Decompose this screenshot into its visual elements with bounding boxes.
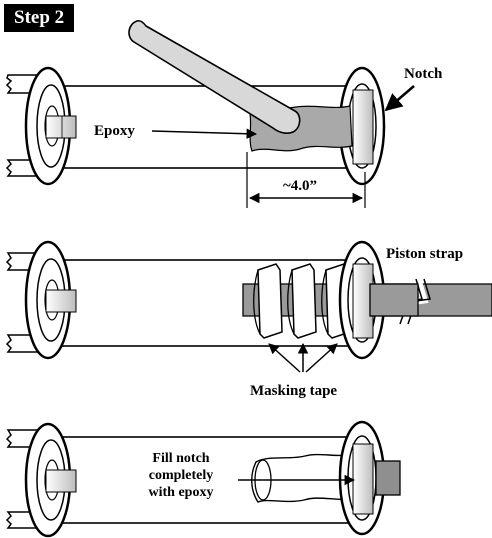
fill-instruction-line-2: completely	[149, 468, 214, 483]
tape-arrow-1	[268, 343, 301, 373]
panel-3-fill-notch: Fill notch completely with epoxy	[5, 420, 401, 538]
tape-band-1	[253, 263, 283, 339]
left-flange	[24, 422, 77, 538]
tape-arrow-3	[305, 343, 338, 373]
piston-strap-stub	[375, 460, 401, 496]
notch-label: Notch	[404, 66, 443, 82]
fill-instruction-line-1: Fill notch	[152, 451, 209, 466]
dimension-label: ~4.0”	[283, 178, 317, 194]
notch-cavity	[251, 453, 355, 503]
piston-strap-label: Piston strap	[386, 246, 463, 262]
applicator-stick	[128, 19, 301, 135]
left-flange	[24, 66, 77, 186]
right-flange	[338, 240, 386, 360]
panel-2-masking-tape: Piston strap Masking tape	[5, 240, 492, 399]
tape-band-2	[287, 263, 317, 339]
fill-instruction-line-3: with epoxy	[149, 485, 214, 500]
panel-1-epoxy-application: Epoxy Notch ~4.0”	[5, 19, 443, 208]
step-badge: Step 2	[4, 4, 75, 32]
notch-arrow	[384, 85, 415, 112]
masking-tape-label: Masking tape	[250, 383, 337, 399]
epoxy-arrow	[151, 128, 258, 139]
dimension-marker	[246, 152, 366, 208]
epoxy-label: Epoxy	[94, 123, 135, 139]
left-flange	[24, 240, 77, 360]
